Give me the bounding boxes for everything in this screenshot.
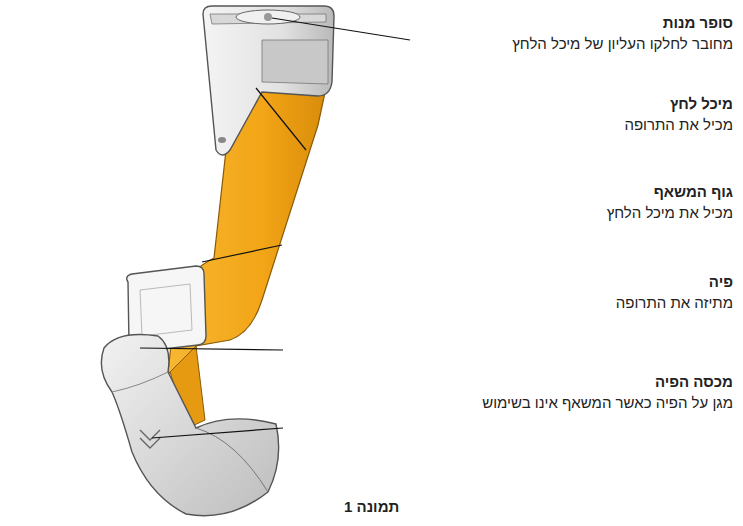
part-name: פיה [709,273,733,291]
dose-counter-housing [203,6,334,155]
part-description: מכיל את התרופה [624,116,733,134]
leader-lines [140,18,410,438]
part-description: מגן על הפיה כאשר המשאף אינו בשימוש [482,394,733,412]
part-description: מכיל את מיכל הלחץ [607,204,733,222]
part-description: מחובר לחלקו העליון של מיכל הלחץ [512,35,733,53]
part-name: מיכל לחץ [670,95,733,113]
part-name: גוף המשאף [654,183,733,201]
part-name: סופר מנות [663,14,733,32]
part-name: מכסה הפיה [655,373,733,391]
mouthpiece-cap [101,335,278,516]
figure-caption: תמונה 1 [344,498,399,515]
part-description: מתיזה את התרופה [616,294,733,312]
